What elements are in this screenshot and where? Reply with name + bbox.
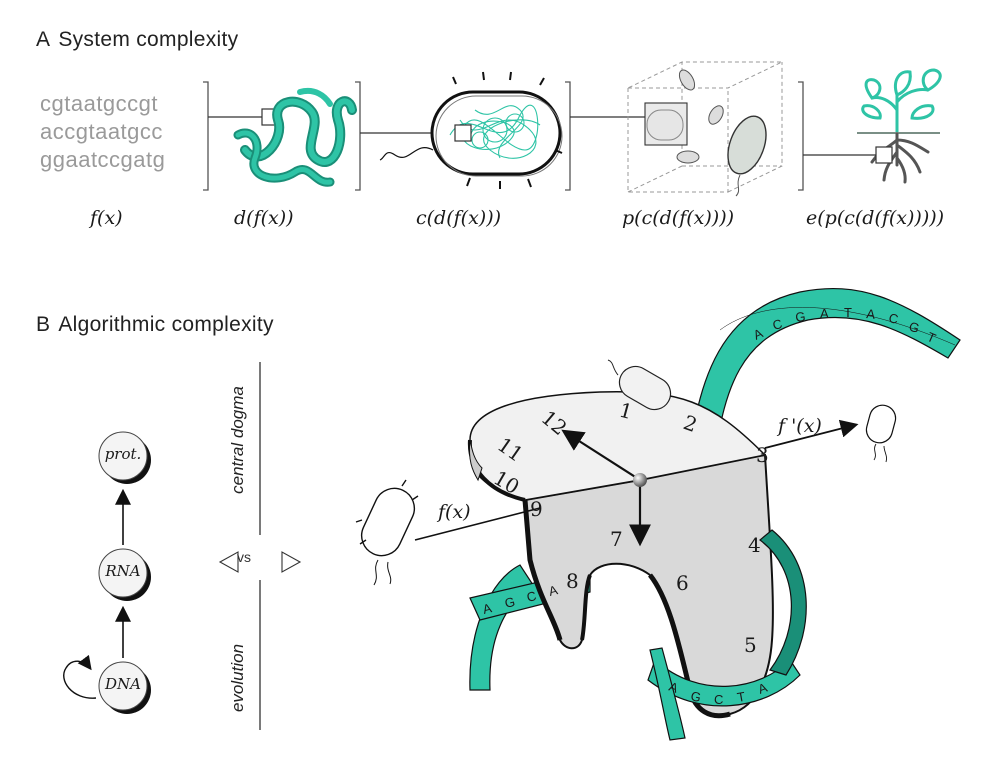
- prot-node-label: prot.: [104, 445, 142, 463]
- dna-tape-top: [689, 287, 961, 456]
- clock-number-8: 8: [566, 569, 579, 593]
- function-label-f: f(x): [90, 207, 123, 229]
- tape-bottom-letter-4: T: [736, 689, 746, 705]
- bracket-4: [798, 81, 804, 191]
- section-b-title-text: Algorithmic complexity: [58, 313, 274, 336]
- tape-bottom-letter-3: C: [714, 692, 723, 707]
- central-dogma-label: central dogma: [228, 386, 247, 494]
- bracket-3: [565, 81, 571, 191]
- tape-top-letter-7: C: [887, 310, 899, 327]
- zoom-box-2: [454, 124, 472, 142]
- tape-left-letter-3: C: [525, 588, 538, 605]
- central-dogma-diagram: [63, 431, 151, 714]
- melting-clock: 1 2 3 4 5 6 7 8 9 10 11 12: [467, 391, 774, 719]
- output-label: f '(x): [776, 415, 822, 437]
- clock-number-1: 1: [617, 398, 636, 424]
- dna-tape-bottom: [647, 529, 807, 741]
- tape-top-letter-5: T: [844, 305, 852, 320]
- section-a-title: A System complexity: [36, 28, 238, 52]
- clock-number-5: 5: [744, 633, 757, 657]
- function-label-c: c(d(f(x))): [416, 207, 502, 229]
- top-bacterium-icon: [607, 359, 672, 411]
- tape-top-letters: A C G A T A C G T: [751, 305, 938, 346]
- bracket-2: [355, 81, 361, 191]
- clock-number-4: 4: [748, 533, 761, 557]
- protein-fold-icon: [233, 88, 357, 187]
- tape-top-letter-2: C: [771, 316, 784, 333]
- left-triangle-icon: [218, 551, 239, 573]
- section-a-letter: A: [36, 28, 51, 51]
- input-line: [414, 507, 541, 541]
- output-arrow: [764, 419, 859, 449]
- input-bacterium-icon: [355, 479, 419, 586]
- section-b-title: B Algorithmic complexity: [36, 313, 274, 337]
- plant-icon: [857, 68, 942, 184]
- tape-top-letter-3: G: [794, 309, 806, 325]
- zoom-box-4: [875, 146, 893, 164]
- tape-left-letter-2: G: [503, 594, 516, 611]
- clock-center: [633, 473, 647, 487]
- dna-line-1: cgtaatgccgt: [40, 91, 159, 116]
- function-label-e: e(p(c(d(f(x))))): [806, 207, 945, 229]
- population-bacteria-icons: [644, 69, 767, 197]
- tape-left-letter-4: A: [547, 582, 559, 599]
- vs-label: vs: [237, 549, 251, 565]
- dna-node: [98, 661, 148, 711]
- tape-left-letters: A G C A: [481, 582, 559, 617]
- right-triangle-icon: [281, 551, 302, 573]
- rna-node: [98, 548, 148, 598]
- dna-replication-arrow: [63, 654, 97, 699]
- section-b-letter: B: [36, 313, 51, 336]
- function-label-d: d(f(x)): [234, 207, 294, 229]
- tape-left-letter-1: A: [481, 600, 493, 617]
- dna-sequence: cgtaatgccgt accgtaatgcc ggaatccgatg: [40, 90, 165, 174]
- clock-hour-hand: [561, 429, 641, 481]
- tape-bottom-letter-2: G: [689, 688, 702, 705]
- evolution-label: evolution: [228, 643, 247, 713]
- tape-top-letter-6: A: [866, 306, 877, 322]
- prot-node: [98, 431, 148, 481]
- dna-line-2: accgtaatgcc: [40, 119, 163, 144]
- clock-number-7: 7: [610, 527, 623, 551]
- output-bacterium-icon: [865, 404, 897, 463]
- bacterium-cell-icon: [379, 71, 563, 189]
- section-a-title-text: System complexity: [58, 28, 239, 51]
- input-label: f(x): [436, 501, 471, 523]
- tape-top-letter-4: A: [820, 306, 829, 321]
- function-label-p: p(c(d(f(x)))): [622, 207, 735, 229]
- dna-line-3: ggaatccgatg: [40, 147, 166, 172]
- dna-node-label: DNA: [105, 675, 141, 693]
- bracket-1: [203, 81, 209, 191]
- rna-node-label: RNA: [105, 562, 141, 580]
- clock-number-6: 6: [676, 571, 689, 595]
- tape-top-letter-8: G: [907, 319, 921, 336]
- clock-number-3: 3: [756, 443, 769, 467]
